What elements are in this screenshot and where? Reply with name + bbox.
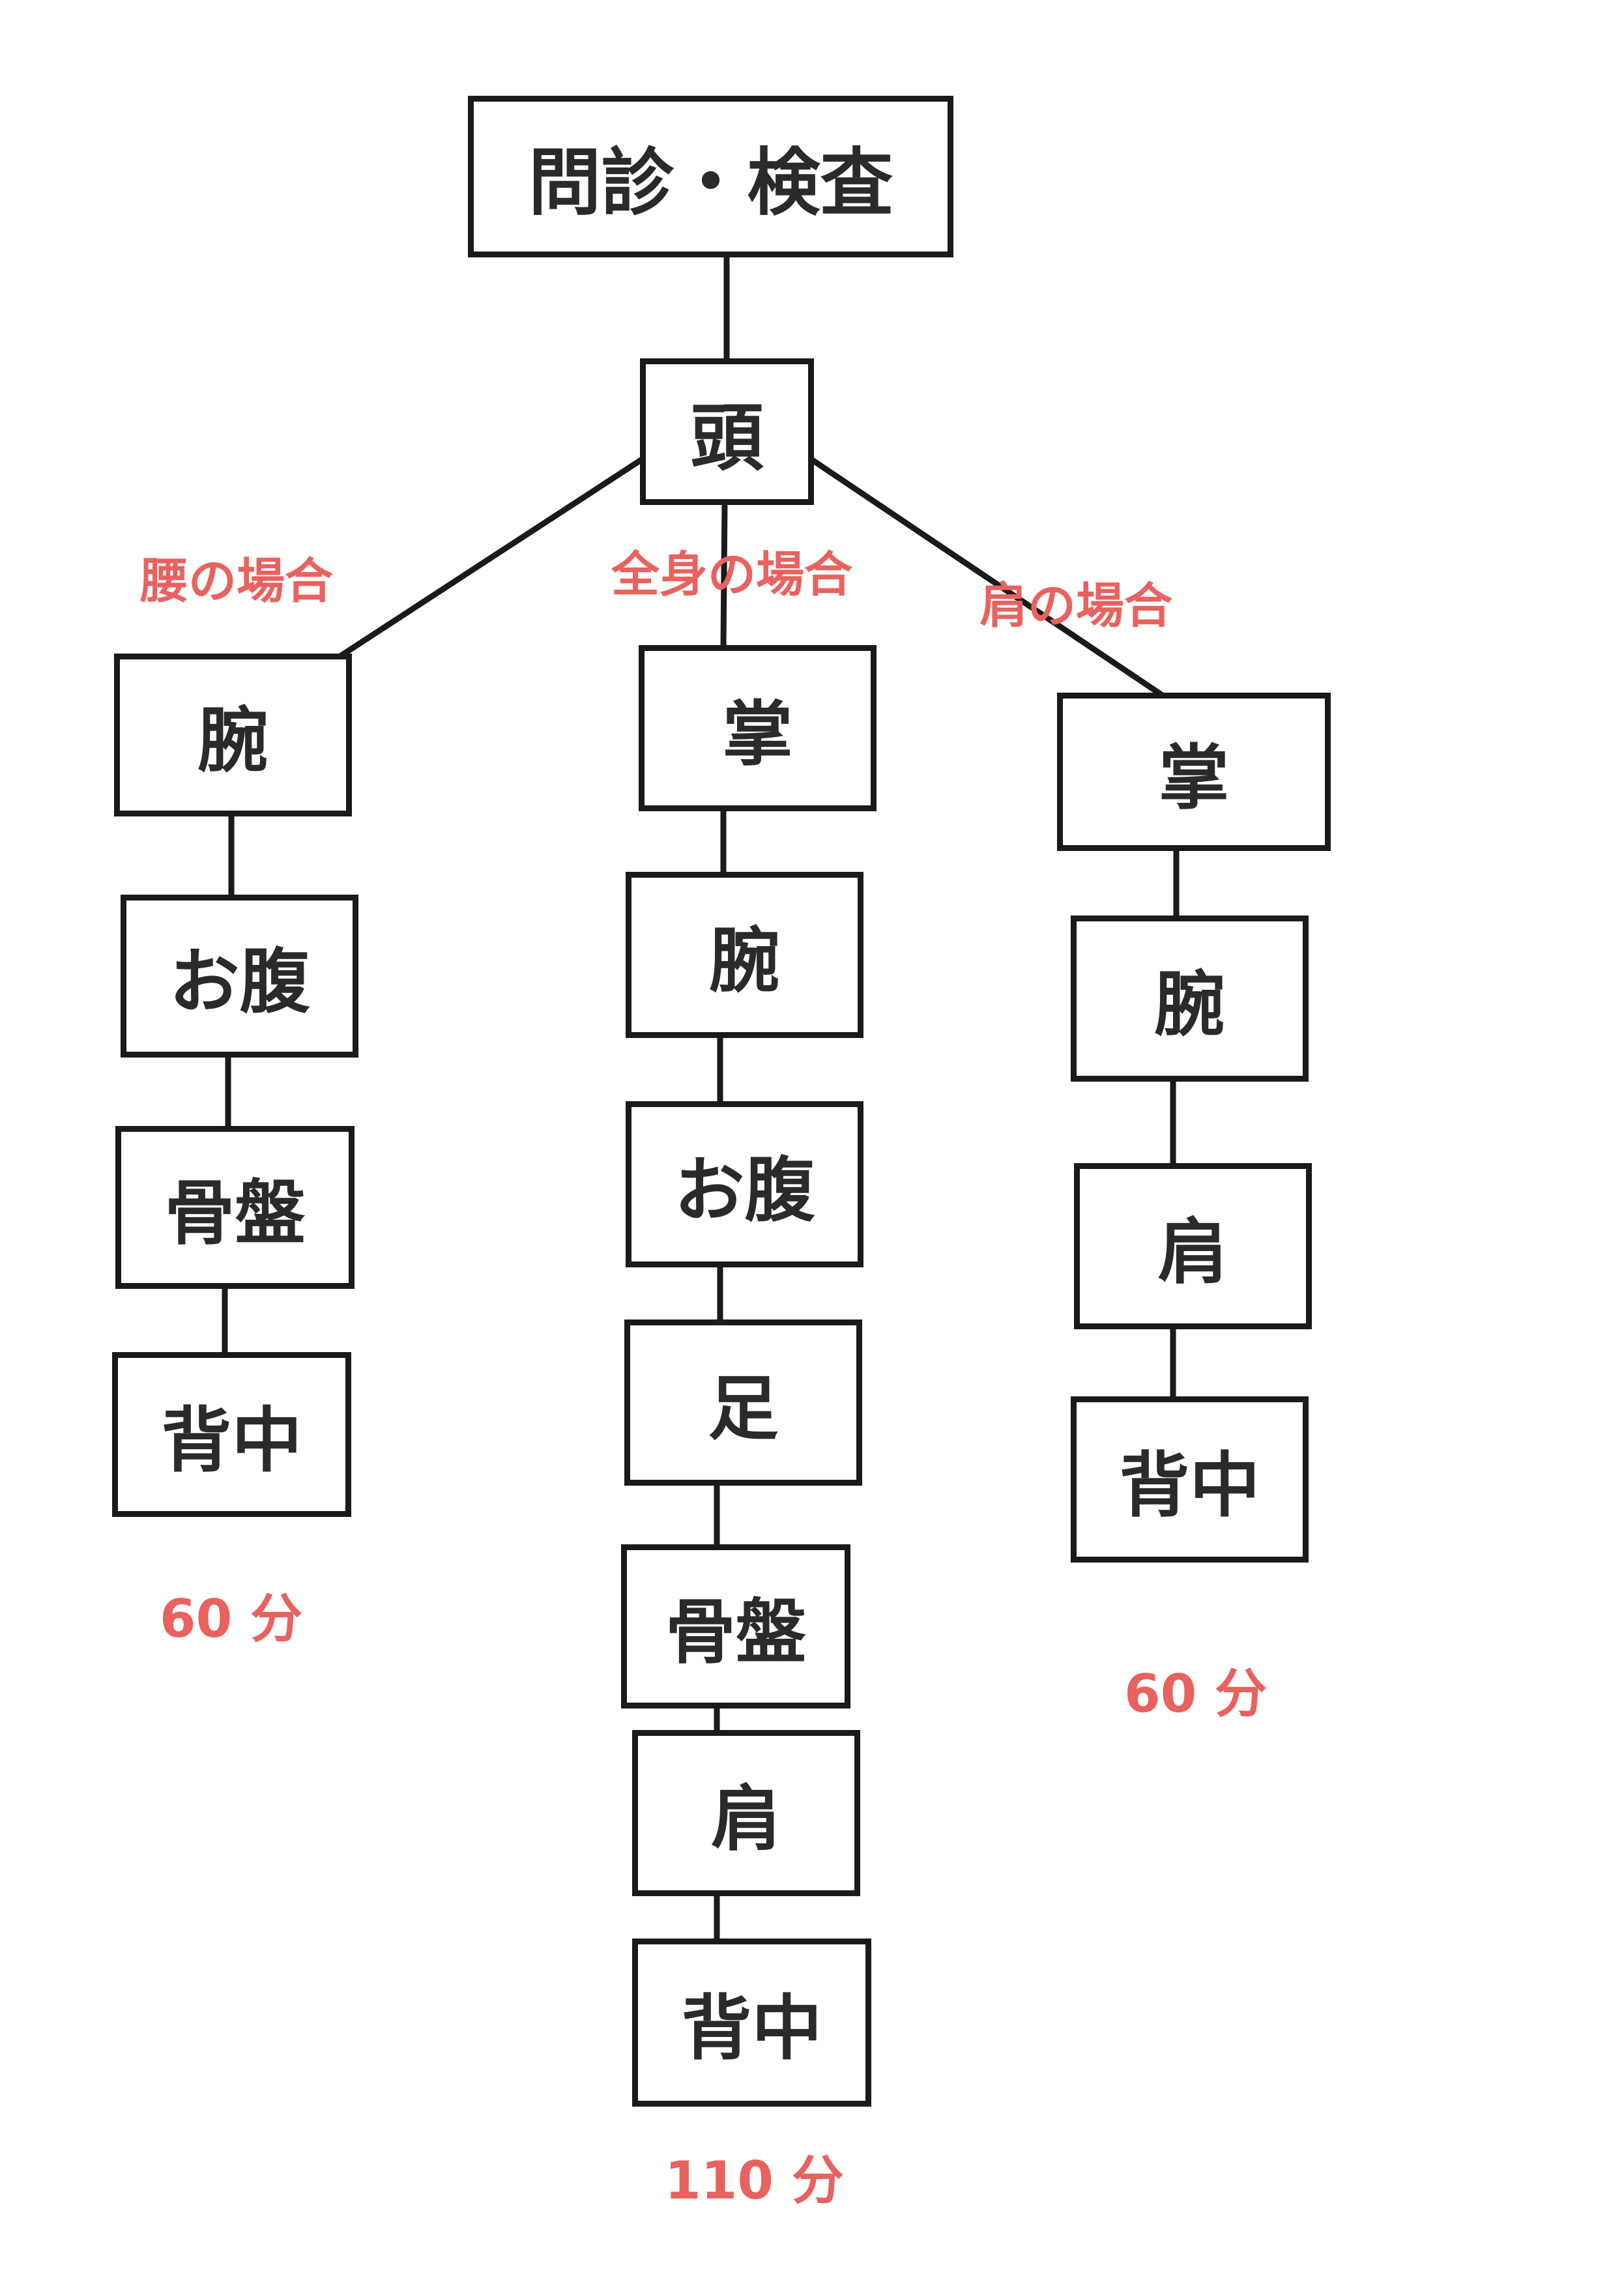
center-step-7: 背中 <box>632 1939 871 2107</box>
branch-label-whole-body: 全身の場合 <box>611 547 852 603</box>
center-step-2: 腕 <box>626 872 863 1038</box>
head-box: 頭 <box>640 358 814 505</box>
center-step-3: お腹 <box>626 1101 863 1267</box>
left-step-4: 背中 <box>112 1352 351 1517</box>
right-step-4: 背中 <box>1071 1396 1309 1563</box>
left-step-3: 骨盤 <box>115 1126 355 1289</box>
branch-label-waist: 腰の場合 <box>140 553 333 609</box>
right-time: 60 分 <box>1124 1664 1268 1724</box>
root-box: 問診・検査 <box>468 96 953 257</box>
right-step-3: 肩 <box>1074 1163 1312 1329</box>
center-step-1: 掌 <box>639 645 877 811</box>
left-time: 60 分 <box>160 1589 303 1649</box>
center-time: 110 分 <box>665 2150 844 2211</box>
center-step-4: 足 <box>624 1319 862 1486</box>
left-step-1: 腕 <box>114 654 352 816</box>
right-step-2: 腕 <box>1071 916 1309 1082</box>
left-step-2: お腹 <box>121 895 358 1058</box>
right-step-1: 掌 <box>1057 693 1331 851</box>
center-step-5: 骨盤 <box>621 1544 850 1708</box>
center-step-6: 肩 <box>632 1730 860 1896</box>
branch-label-shoulder: 肩の場合 <box>979 578 1172 634</box>
